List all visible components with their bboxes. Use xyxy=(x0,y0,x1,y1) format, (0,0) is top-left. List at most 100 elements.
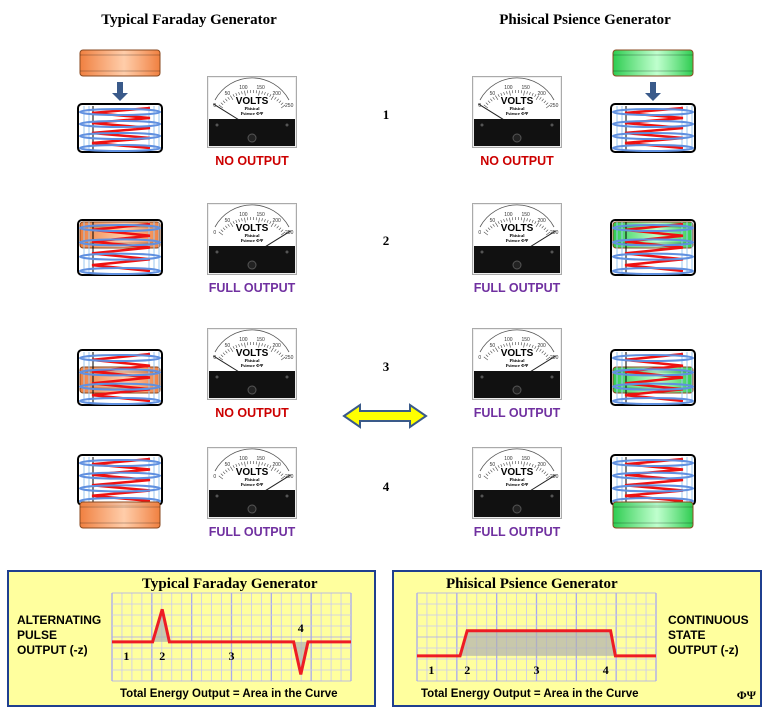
down-arrow-icon xyxy=(112,82,128,101)
meter-scale-label: 50 xyxy=(225,462,231,468)
screw xyxy=(480,250,484,254)
coil xyxy=(77,219,163,276)
output-label: FULL OUTPUT xyxy=(208,525,296,539)
side-label-line: OUTPUT (-z) xyxy=(17,643,88,657)
meter-scale-label: 100 xyxy=(239,212,248,218)
row-number: 1 xyxy=(382,107,390,122)
meter-unit: VOLTS xyxy=(236,348,269,359)
screw xyxy=(550,375,554,379)
meter-scale-label: 50 xyxy=(225,218,231,224)
side-label-line: CONTINUOUS xyxy=(668,613,749,627)
area-under-curve xyxy=(417,630,656,656)
double-arrow-icon xyxy=(342,403,428,429)
meter-scale-label: 0 xyxy=(478,103,481,109)
side-label-line: PULSE xyxy=(17,628,58,642)
title-faraday: Typical Faraday Generator xyxy=(101,12,277,28)
side-label: ALTERNATING PULSE OUTPUT (-z) xyxy=(17,613,101,658)
phi-psi-symbol: ΦΨ xyxy=(736,688,756,702)
faraday-generator-1 xyxy=(77,49,163,153)
title-psience: Phisical Psience Generator xyxy=(499,12,671,28)
screw xyxy=(480,494,484,498)
meter-scale-label: 250 xyxy=(285,355,294,361)
meter-brand: Phisical xyxy=(244,358,260,363)
output-label: FULL OUTPUT xyxy=(208,281,296,295)
phase-label: 4 xyxy=(603,663,609,677)
meter-unit: VOLTS xyxy=(501,223,534,234)
meter-brand: Phisical xyxy=(509,477,525,482)
coil xyxy=(610,454,696,506)
area-under-curve xyxy=(112,609,351,675)
meter-scale-label: 200 xyxy=(272,343,281,349)
side-label-line: OUTPUT (-z) xyxy=(668,643,739,657)
meter-scale-label: 250 xyxy=(285,474,294,480)
meter-scale-label: 0 xyxy=(213,230,216,236)
adjust-knob xyxy=(247,504,257,514)
psience-generator-3 xyxy=(610,349,696,406)
magnet xyxy=(79,49,161,77)
faraday-generator-2 xyxy=(77,219,163,276)
meter-scale-label: 150 xyxy=(521,85,530,91)
adjust-knob xyxy=(512,385,522,395)
coil xyxy=(77,349,163,406)
row-number: 4 xyxy=(382,479,390,494)
coil xyxy=(610,103,696,153)
screw xyxy=(550,494,554,498)
output-label: NO OUTPUT xyxy=(215,154,289,168)
screw xyxy=(550,123,554,127)
meter-brand: Psience ΦΨ xyxy=(506,111,529,116)
row-number: 2 xyxy=(382,233,390,248)
meter-scale-label: 150 xyxy=(256,337,265,343)
meter-scale-label: 0 xyxy=(213,103,216,109)
coil xyxy=(610,219,696,276)
meter-scale-label: 100 xyxy=(504,85,513,91)
coil xyxy=(77,103,163,153)
meter-brand: Psience ΦΨ xyxy=(241,482,264,487)
output-label: FULL OUTPUT xyxy=(473,406,561,420)
meter-unit: VOLTS xyxy=(236,96,269,107)
meter-scale-label: 100 xyxy=(239,337,248,343)
magnet xyxy=(79,501,161,529)
psience-generator-2 xyxy=(610,219,696,276)
meter-unit: VOLTS xyxy=(501,348,534,359)
screw xyxy=(480,123,484,127)
screw xyxy=(285,250,289,254)
meter-brand: Psience ΦΨ xyxy=(241,363,264,368)
meter-scale-label: 0 xyxy=(478,355,481,361)
faraday-generator-3 xyxy=(77,349,163,406)
meter-scale-label: 100 xyxy=(504,337,513,343)
adjust-knob xyxy=(512,133,522,143)
phase-label: 2 xyxy=(464,663,470,677)
side-label-line: STATE xyxy=(668,628,706,642)
screw xyxy=(285,494,289,498)
meter-unit: VOLTS xyxy=(236,467,269,478)
coil xyxy=(610,349,696,406)
caption: Total Energy Output = Area in the Curve xyxy=(120,688,338,700)
meter-scale-label: 200 xyxy=(272,462,281,468)
psience-generator-1 xyxy=(610,49,696,153)
meter-scale-label: 50 xyxy=(490,91,496,97)
meter-scale-label: 150 xyxy=(256,85,265,91)
phase-label: 3 xyxy=(229,649,235,663)
meter-brand: Phisical xyxy=(509,358,525,363)
meter-scale-label: 250 xyxy=(550,103,559,109)
meter-scale-label: 50 xyxy=(490,343,496,349)
adjust-knob xyxy=(512,260,522,270)
meter-scale-label: 250 xyxy=(285,230,294,236)
meter-scale-label: 200 xyxy=(537,218,546,224)
meter-scale-label: 250 xyxy=(550,230,559,236)
meter-scale-label: 200 xyxy=(537,91,546,97)
meter-brand: Psience ΦΨ xyxy=(506,363,529,368)
meter-scale-label: 50 xyxy=(225,343,231,349)
meter-scale-label: 150 xyxy=(521,337,530,343)
caption: Total Energy Output = Area in the Curve xyxy=(421,688,639,700)
meter-scale-label: 100 xyxy=(239,85,248,91)
meter-scale-label: 0 xyxy=(478,474,481,480)
side-label-line: ALTERNATING xyxy=(17,613,102,627)
screw xyxy=(215,375,219,379)
